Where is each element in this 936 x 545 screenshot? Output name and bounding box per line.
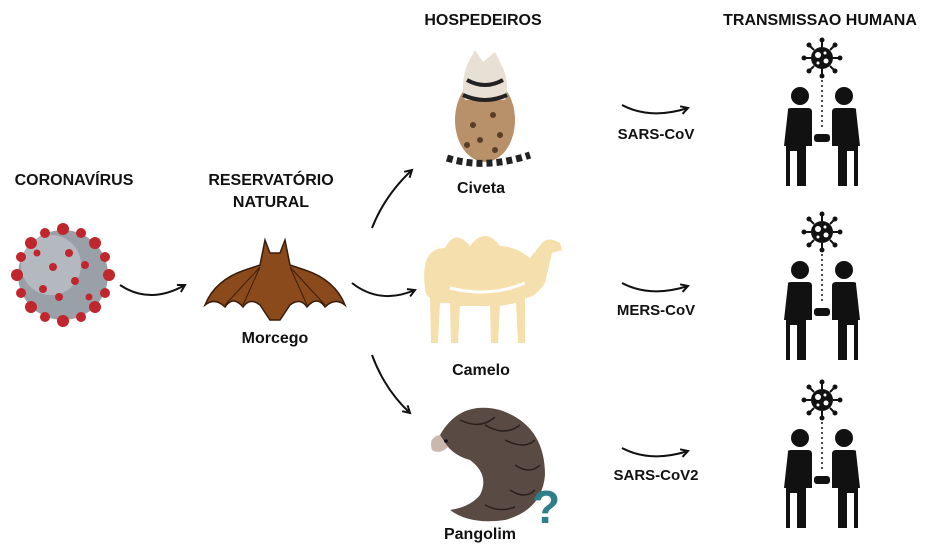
civet-label: Civeta: [421, 180, 541, 198]
arrow-bat-to-civet: [372, 170, 412, 228]
coronavirus-icon: [11, 223, 115, 327]
coronavirus-header: CORONAVÍRUS: [4, 172, 144, 190]
virus-label-sars-cov2: SARS-CoV2: [596, 467, 716, 484]
hosts-header: HOSPEDEIROS: [408, 12, 558, 30]
bat-label: Morcego: [215, 330, 335, 348]
transmission-header: TRANSMISSAO HUMANA: [710, 12, 930, 30]
arrow-pangolin-to-humans: [622, 448, 688, 456]
virus-label-sars-cov: SARS-CoV: [596, 126, 716, 143]
virus-label-mers-cov: MERS-CoV: [596, 302, 716, 319]
arrow-bat-to-pangolin: [372, 355, 410, 413]
arrow-camel-to-humans: [622, 283, 688, 291]
reservoir-header: RESERVATÓRIO NATURAL: [196, 170, 346, 214]
pangolin-label: Pangolim: [420, 526, 540, 544]
reservoir-header-line2: NATURAL: [196, 192, 346, 214]
civet-icon: [447, 50, 530, 163]
human-transmission-icon-2: [784, 212, 860, 361]
bat-icon: [205, 240, 345, 320]
arrow-civet-to-humans: [622, 105, 688, 113]
arrow-bat-to-camel: [352, 283, 415, 296]
question-mark-icon: ?: [528, 482, 564, 532]
arrow-virus-to-bat: [120, 285, 185, 295]
human-transmission-icon-1: [784, 38, 860, 187]
camel-icon: [424, 236, 562, 343]
camel-label: Camelo: [421, 362, 541, 380]
reservoir-header-line1: RESERVATÓRIO: [196, 170, 346, 192]
human-transmission-icon-3: [784, 380, 860, 529]
